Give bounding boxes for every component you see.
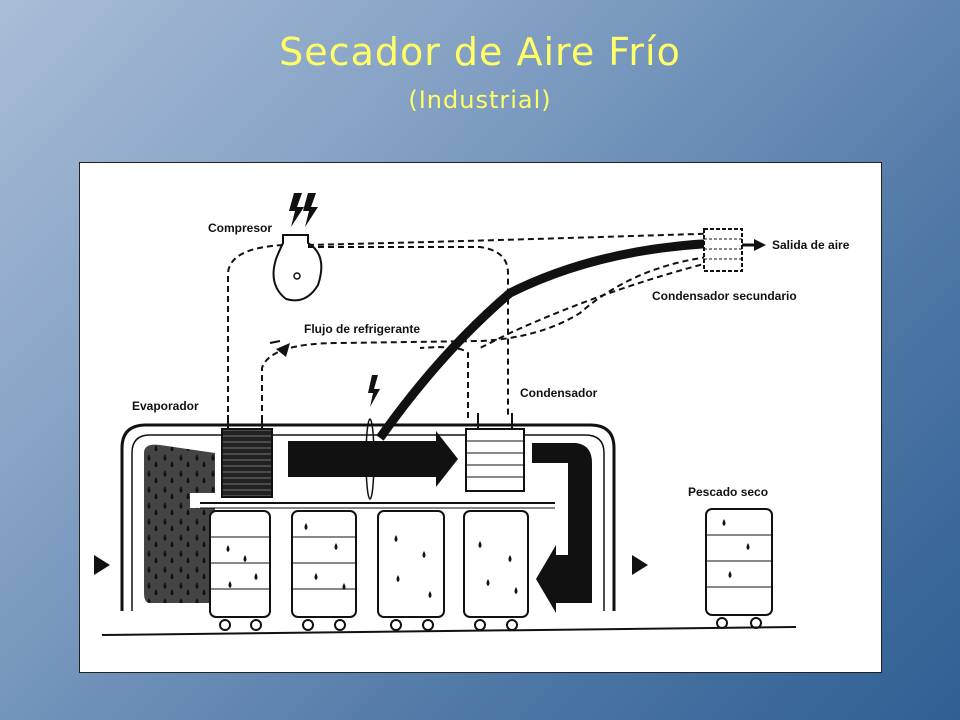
- page-subtitle: (Industrial): [408, 86, 552, 114]
- page-title: Secador de Aire Frío: [279, 30, 681, 74]
- condenser: [465, 413, 525, 492]
- diagram-svg: Compresor Flujo de refrigerante Salida d…: [94, 193, 850, 636]
- secondary-condenser: [703, 228, 743, 272]
- label-compresor: Compresor: [208, 221, 272, 235]
- label-pescado-seco: Pescado seco: [688, 485, 768, 499]
- left-airflow: [144, 444, 215, 603]
- main-air-arrow: [288, 431, 458, 487]
- cart: [463, 510, 529, 631]
- cart: [377, 510, 445, 631]
- label-evaporador: Evaporador: [132, 399, 199, 413]
- diagram-panel: Compresor Flujo de refrigerante Salida d…: [79, 162, 882, 673]
- lightning-icon: [368, 375, 380, 407]
- cart: [291, 510, 357, 631]
- entry-arrow-icon: [94, 555, 110, 575]
- lightning-icon: [289, 193, 318, 227]
- label-condensador-secundario: Condensador secundario: [652, 289, 797, 303]
- right-airflow: [532, 443, 592, 613]
- water-drops: [226, 523, 518, 598]
- dried-fish-cart: [705, 508, 773, 629]
- floor-line: [101, 626, 797, 636]
- exit-arrow-icon: [632, 555, 648, 575]
- cart: [209, 510, 271, 631]
- label-salida-aire: Salida de aire: [772, 238, 850, 252]
- compressor-icon: [272, 234, 323, 302]
- label-condensador: Condensador: [520, 386, 598, 400]
- evaporator: [221, 415, 273, 498]
- arrow-right-icon: [742, 239, 766, 251]
- label-flujo-refrigerante: Flujo de refrigerante: [304, 322, 420, 336]
- air-pipe: [376, 238, 721, 441]
- expansion-valve-icon: [269, 340, 290, 357]
